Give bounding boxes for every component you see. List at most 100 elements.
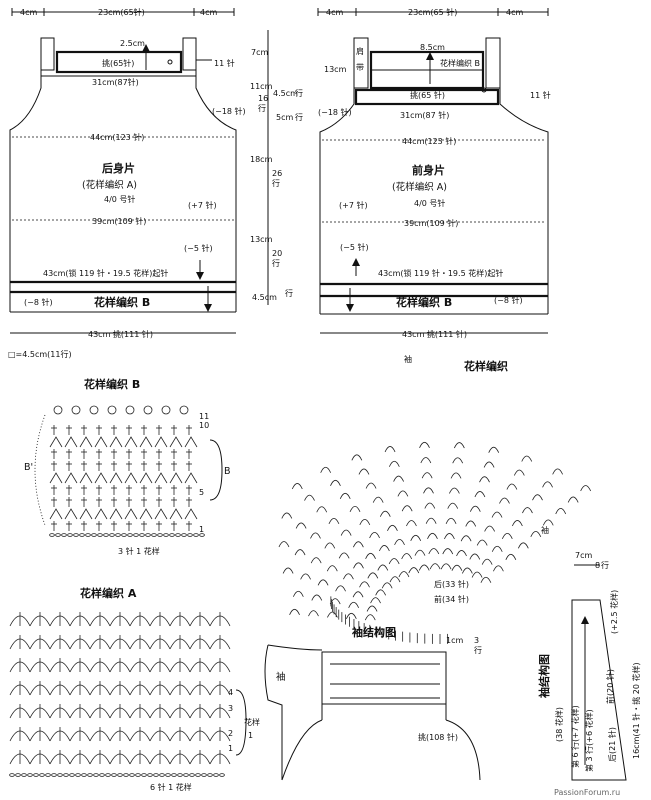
sleeve-diagram-bottom: 16cm(41 针・挑 20 花样) [631,662,641,759]
front-bottom-w: 43cm 挑(111 针) [402,329,467,339]
front-top-right: 4cm [506,8,523,17]
front-dec-armhole: (−18 针) [318,107,352,117]
pattern-b-repeat: 3 针 1 花样 [118,546,160,556]
front-base-w: 43cm(锁 119 针・19.5 花样)起针 [378,268,503,278]
front-neck-h: 8.5cm [420,43,445,52]
front-strap-char1: 肩 [356,46,364,56]
front-strap-len: 13cm [324,65,347,74]
h-hem-rows: 行 [285,288,293,298]
sleeve-diagram: 7cm 8 行 袖结构图 (38 花样) 第 6 行(+7 花样) 第 3 行(… [537,551,641,781]
pattern-b-title: 花样编织 B [84,377,140,391]
sleeve-assembly-top-h: 1cm [446,636,463,645]
h-18cm-rows: 26 [272,169,282,178]
back-hem-pattern: 花样编织 B [94,295,150,309]
front-hook: 4/0 号针 [414,198,445,208]
back-dec-hem: (−8 针) [24,297,53,307]
pattern-a-repeat: 6 针 1 花样 [150,782,192,792]
pattern-b-chart: 花样编织 B B' B 11 10 5 1 3 针 1 花样 [24,377,231,556]
sleeve-assembly-top-unit: 行 [474,645,482,655]
sleeve-chart-front: 前(34 针) [434,594,469,604]
back-title: 后身片 [102,161,135,175]
front-pattern: (花样编织 A) [392,181,447,193]
pattern-b-row-1: 1 [199,525,204,534]
sleeve-diagram-r6: 第 6 行(+7 花样) [570,705,580,768]
pattern-b-prime-label: B' [24,462,33,473]
h-18cm-unit: 行 [272,178,280,188]
front-dec-waist: (−5 针) [340,242,369,252]
back-pattern: (花样编织 A) [82,179,137,191]
sleeve-stitch-chart: 花样编织 袖 袖 后(33 针) 前(34 针) [278,354,592,644]
sleeve-chart-title: 花样编织 [464,359,508,373]
sleeve-diagram-front: 前(20 针) [605,669,615,704]
back-base-w: 43cm(锁 119 针・19.5 花样)起针 [43,268,168,278]
sleeve-chart-top-label: 袖 [404,354,412,364]
front-mid-w: 39cm(109 针) [404,218,458,228]
h-13cm: 13cm [250,235,273,244]
pattern-b-label: B [224,466,231,477]
back-pick-neck: 挑(65针) [102,58,134,68]
height-column: 7cm 11cm 16 行 4.5cm 行 5cm 行 18cm 26 行 13… [250,30,303,305]
front-hem-pattern: 花样编织 B [396,295,452,309]
sleeve-diagram-r3: 第 3 行(+6 花样) [584,709,594,772]
back-inc: (+7 针) [188,200,217,210]
back-mid-w: 39cm(109 针) [92,216,146,226]
h-4.5cm-rows: 行 [295,88,303,98]
front-bust-w: 44cm(123 针) [402,136,456,146]
front-top-mid: 23cm(65 针) [408,7,457,17]
sleeve-chart-side-label: 袖 [541,525,549,535]
pattern-a-row-1: 1 [228,744,233,753]
sleeve-chart-back: 后(33 针) [434,579,469,589]
h-11cm: 11cm [250,82,273,91]
front-shoulder-w: 31cm(87 针) [400,110,449,120]
gauge-note: □=4.5cm(11行) [8,349,72,359]
back-top-right: 4cm [200,8,217,17]
front-top-left: 4cm [326,8,343,17]
sleeve-diagram-back: 后(21 针) [607,727,617,762]
pattern-b-row-10: 10 [199,421,209,430]
front-title: 前身片 [412,163,445,177]
sleeve-assembly-label: 袖 [276,671,286,683]
h-11cm-rows: 16 [258,94,268,103]
sleeve-diagram-top-unit: 行 [601,560,609,570]
sleeve-assembly-top-rows: 3 [474,636,479,645]
pattern-a-side-num: 1 [248,731,253,740]
back-piece: 4cm 23cm(65针) 4cm 2.5cm 挑(65针) 11 针 31cm… [9,7,246,339]
back-shoulder-w: 31cm(87针) [92,77,139,87]
front-pick-neck: 挑(65 针) [410,90,445,100]
back-dec-waist: (−5 针) [184,243,213,253]
h-11cm-unit: 行 [258,103,266,113]
sleeve-assembly-pick: 挑(108 针) [418,732,458,742]
back-bottom-w: 43cm 挑(111 针) [88,329,153,339]
back-strap-st: 11 针 [214,58,235,68]
front-neck-pattern: 花样编织 B [440,58,480,68]
h-4.5cm-hem: 4.5cm [252,293,277,302]
pattern-a-row-4: 4 [228,688,233,697]
pattern-b-row-11: 11 [199,412,209,421]
sleeve-diagram-top-h: 7cm [575,551,592,560]
sleeve-diagram-title: 袖结构图 [537,654,551,698]
h-5cm: 5cm [276,113,293,122]
sleeve-diagram-len: (38 花样) [554,707,564,742]
h-13cm-unit: 行 [272,258,280,268]
back-hook: 4/0 号针 [104,194,135,204]
h-7cm: 7cm [251,48,268,57]
back-strap-h: 2.5cm [120,39,145,48]
h-5cm-rows: 行 [295,112,303,122]
back-dec-armhole: (−18 针) [212,106,246,116]
front-strap-char2: 带 [356,63,364,72]
back-bust-w: 44cm(123 针) [90,132,144,142]
front-inc: (+7 针) [339,200,368,210]
sleeve-diagram-plus: (+2.5 花样) [609,590,619,634]
watermark: PassionForum.ru [554,788,620,797]
h-4.5cm: 4.5cm [273,89,298,98]
front-strap-st: 11 针 [530,90,551,100]
front-dec-hem: (−8 针) [494,295,523,305]
sleeve-assembly: 袖结构图 袖 1cm 3 行 挑(108 针) [264,625,482,781]
h-13cm-rows: 20 [272,249,282,258]
pattern-a-chart: 花样编织 A 4 3 2 1 花样 1 6 针 1 花样 [9,586,260,792]
pattern-b-row-5: 5 [199,488,204,497]
sleeve-diagram-top-rows: 8 [595,561,600,570]
back-top-mid: 23cm(65针) [98,7,145,17]
pattern-a-side: 花样 [244,717,260,727]
